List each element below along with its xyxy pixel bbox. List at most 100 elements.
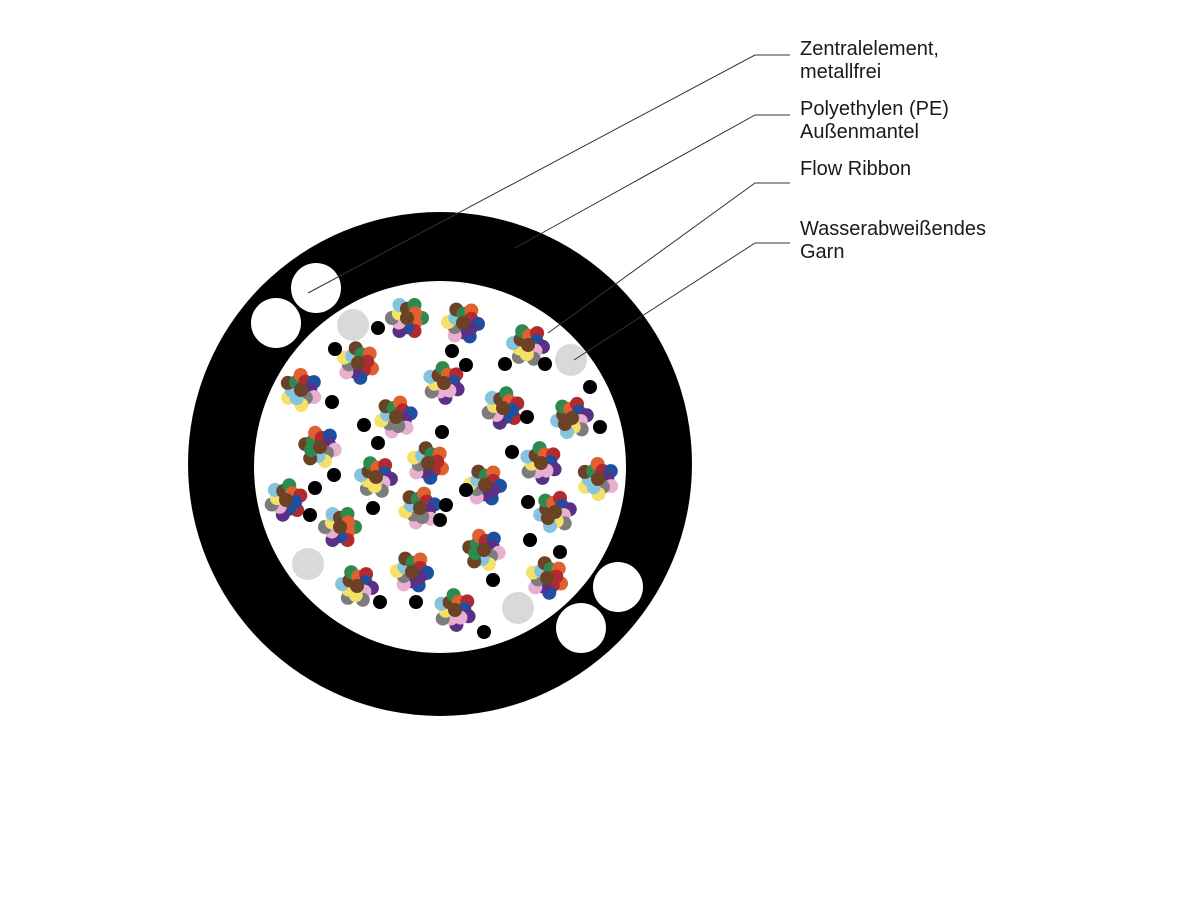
fiber-bundle xyxy=(354,456,398,498)
fiber xyxy=(548,505,562,519)
label-line: Wasserabweißendes xyxy=(800,218,987,240)
fiber-bundle xyxy=(506,324,550,366)
water-yarn xyxy=(292,548,324,580)
fiber-bundle xyxy=(335,565,379,607)
filler-element xyxy=(521,495,535,509)
leader-line-central-element xyxy=(307,54,790,294)
fiber xyxy=(477,543,491,557)
filler-element xyxy=(523,533,537,547)
label-water-yarn: Wasserabweißendes Garn xyxy=(800,218,986,264)
fiber xyxy=(279,493,293,507)
central-element-3 xyxy=(593,562,643,612)
fiber xyxy=(400,311,414,325)
label-line: Garn xyxy=(800,241,845,263)
filler-element xyxy=(486,573,500,587)
water-yarn xyxy=(502,592,534,624)
filler-element xyxy=(371,321,385,335)
filler-element xyxy=(439,498,453,512)
fiber-bundle xyxy=(526,556,568,600)
fiber xyxy=(521,338,535,352)
filler-element xyxy=(477,625,491,639)
fiber xyxy=(478,478,492,492)
fiber-bundles xyxy=(264,298,619,632)
filler-element xyxy=(373,595,387,609)
leader-line-flow-ribbon xyxy=(547,182,790,334)
fiber-bundle xyxy=(374,395,418,439)
fiber-bundle xyxy=(385,298,429,338)
filler-element xyxy=(435,425,449,439)
strength-members xyxy=(251,263,643,653)
fiber xyxy=(389,410,403,424)
fiber-bundle xyxy=(337,341,379,385)
central-element-2 xyxy=(251,298,301,348)
fiber xyxy=(421,456,435,470)
filler-element xyxy=(371,436,385,450)
fiber xyxy=(350,579,364,593)
fiber-bundle xyxy=(577,457,619,501)
filler-element xyxy=(409,595,423,609)
fiber xyxy=(413,501,427,515)
filler-element xyxy=(593,420,607,434)
fiber-bundle xyxy=(423,361,465,405)
fiber-bundle xyxy=(462,528,506,572)
fiber xyxy=(313,440,327,454)
filler-element xyxy=(520,410,534,424)
fiber-bundle xyxy=(550,396,594,440)
fiber xyxy=(294,383,308,397)
fiber xyxy=(437,376,451,390)
fiber xyxy=(448,603,462,617)
filler-element xyxy=(328,342,342,356)
label-central-element: Zentralelement, metallfrei xyxy=(800,38,939,84)
label-line: Flow Ribbon xyxy=(800,158,912,180)
fiber xyxy=(369,470,383,484)
filler-element xyxy=(308,481,322,495)
fiber-bundle xyxy=(398,486,442,530)
fiber-bundle xyxy=(407,441,449,485)
fiber-bundle xyxy=(441,302,485,344)
central-element-1 xyxy=(291,263,341,313)
leader-line-pe-jacket xyxy=(514,114,790,249)
fiber xyxy=(456,316,470,330)
filler-element xyxy=(459,483,473,497)
label-line: Außenmantel xyxy=(800,121,919,143)
leader-lines xyxy=(307,54,790,361)
fiber xyxy=(540,571,554,585)
label-flow-ribbon: Flow Ribbon xyxy=(800,158,911,181)
fiber-bundle xyxy=(298,425,342,469)
filler-element xyxy=(325,395,339,409)
filler-element xyxy=(538,357,552,371)
fiber-bundle xyxy=(463,464,507,506)
fiber-bundle xyxy=(520,441,562,485)
fiber-bundle xyxy=(481,386,525,430)
fiber-bundle xyxy=(280,368,322,412)
leader-line-water-yarn xyxy=(573,242,790,361)
filler-element xyxy=(303,508,317,522)
water-blocking-yarns xyxy=(292,309,587,624)
filler-element xyxy=(445,344,459,358)
fiber-bundle xyxy=(264,478,308,522)
label-line: Polyethylen (PE) xyxy=(800,98,949,120)
central-element-4 xyxy=(556,603,606,653)
fiber xyxy=(496,401,510,415)
fiber-bundle xyxy=(318,507,362,547)
fiber xyxy=(591,472,605,486)
filler-element xyxy=(366,501,380,515)
filler-element xyxy=(327,468,341,482)
fiber xyxy=(333,520,347,534)
water-yarn xyxy=(337,309,369,341)
label-pe-jacket: Polyethylen (PE) Außenmantel xyxy=(800,98,949,144)
fiber xyxy=(405,565,419,579)
filler-element xyxy=(498,357,512,371)
label-line: Zentralelement, xyxy=(800,38,939,60)
fiber-bundle xyxy=(533,490,577,534)
fiber-bundle xyxy=(390,551,434,593)
black-fillers xyxy=(303,321,607,639)
water-yarn xyxy=(555,344,587,376)
filler-element xyxy=(553,545,567,559)
fiber xyxy=(351,356,365,370)
fiber xyxy=(534,456,548,470)
fiber-bundle xyxy=(434,588,476,632)
label-line: metallfrei xyxy=(800,61,882,83)
filler-element xyxy=(357,418,371,432)
